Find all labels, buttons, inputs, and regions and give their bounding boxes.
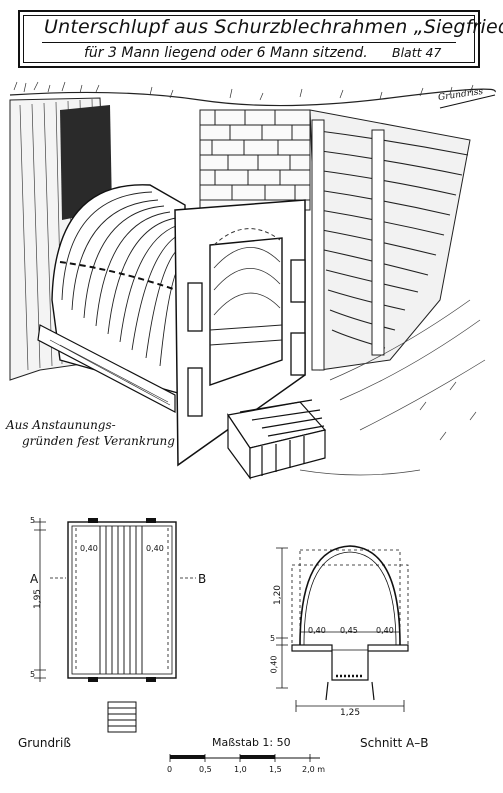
terrain-line xyxy=(9,88,496,107)
plan-step xyxy=(107,701,137,733)
plan-caption: Grundriß xyxy=(18,736,71,750)
section-dim-width: 1,25 xyxy=(340,708,361,718)
plan-dim-top: 5 xyxy=(30,516,36,525)
plan-dim-bottom: 5 xyxy=(30,670,36,679)
section-dim-w-right: 0,40 xyxy=(376,626,394,635)
section-caption: Schnitt A–B xyxy=(360,736,429,750)
scale-label: Maßstab 1: 50 xyxy=(212,736,291,749)
scale-tick-3: 1,5 xyxy=(269,765,282,774)
plan-dim-inner-left: 0,40 xyxy=(80,544,98,553)
plan-corrugation xyxy=(99,526,143,674)
scale-tick-1: 0,5 xyxy=(199,765,212,774)
frame-fixing-blocks xyxy=(187,259,306,417)
section-dim-w-left: 0,40 xyxy=(308,626,326,635)
fascine-revetment xyxy=(311,129,469,349)
grass-hatching xyxy=(13,81,474,101)
annotation-line-1: Aus Anstaunungs- xyxy=(6,418,116,432)
wooden-step-box xyxy=(226,399,327,480)
scale-tick-2: 1,0 xyxy=(234,765,247,774)
plan-dim-inner-right: 0,40 xyxy=(146,544,164,553)
title-cartouche: Unterschlupf aus Schurzblechrahmen „Sieg… xyxy=(18,10,503,68)
section-dim-w-mid: 0,45 xyxy=(340,626,358,635)
annotation-line-2: gründen fest Verankrung xyxy=(22,434,175,448)
section-marker-b: B xyxy=(198,572,207,586)
section-dim-5: 5 xyxy=(270,634,276,643)
scale-tick-0: 0 xyxy=(167,765,173,774)
interior-arch-lines xyxy=(213,247,281,316)
revetment-posts xyxy=(311,119,385,371)
section-marker-a: A xyxy=(30,572,39,586)
ground-hatching xyxy=(299,299,486,476)
scale-tick-4: 2,0 m xyxy=(302,765,326,774)
